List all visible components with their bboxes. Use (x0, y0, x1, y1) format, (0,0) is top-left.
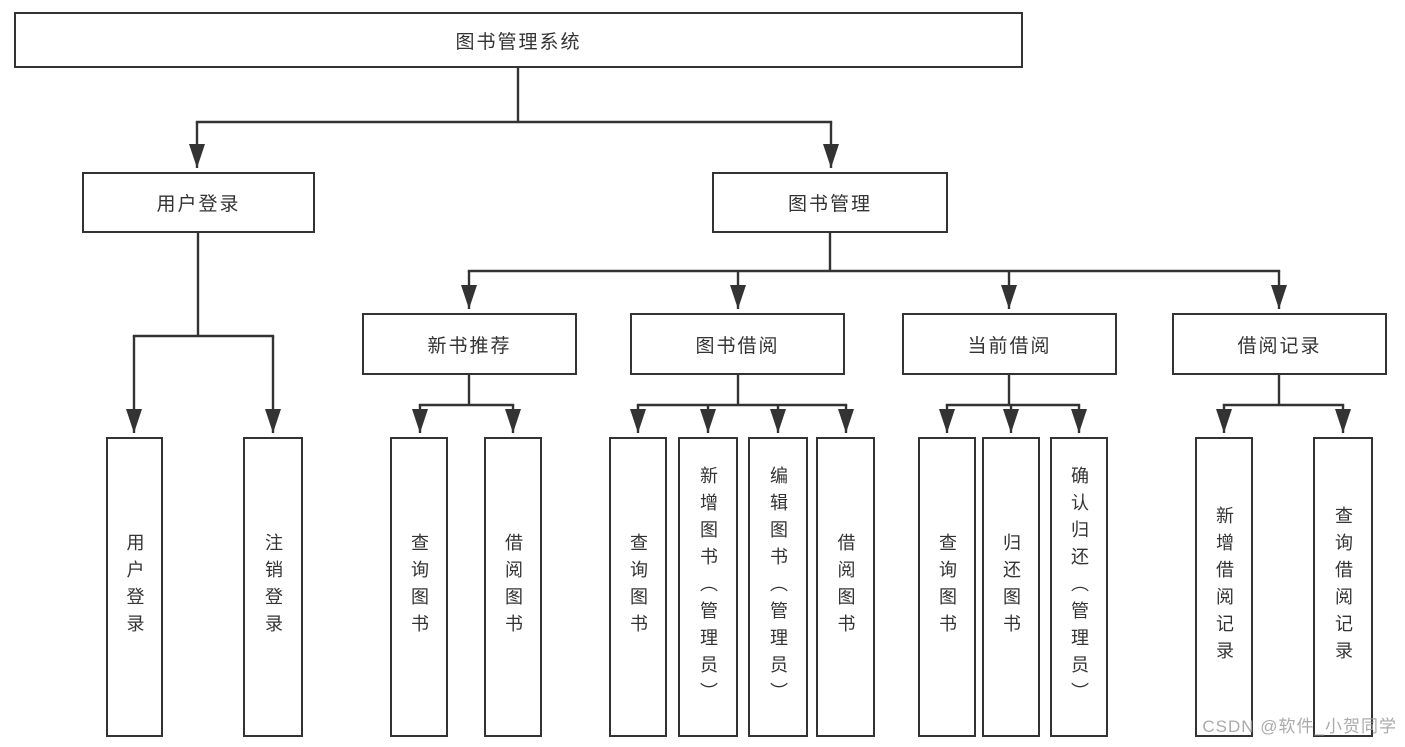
node-new-book-recommend: 新书推荐 (362, 313, 577, 375)
leaf-edit-book-admin-label: 编辑图书（管理员） (768, 465, 788, 709)
node-user-login: 用户登录 (82, 172, 315, 233)
leaf-borrow-books-recommend-label: 借阅图书 (503, 533, 523, 641)
node-current-borrowing: 当前借阅 (902, 313, 1117, 375)
leaf-add-borrow-record: 新增借阅记录 (1195, 437, 1253, 737)
connector-root-stub (195, 65, 833, 124)
leaf-return-book-label: 归还图书 (1001, 533, 1021, 641)
leaf-query-borrow-record-label: 查询借阅记录 (1333, 506, 1353, 668)
leaf-confirm-return-admin: 确认归还（管理员） (1050, 437, 1108, 737)
connector-current-borrowing-branch (945, 373, 1081, 407)
leaf-query-books-recommend-label: 查询图书 (409, 533, 429, 641)
leaf-confirm-return-admin-label: 确认归还（管理员） (1069, 465, 1089, 709)
connector-new-book-recommend-branch (418, 373, 515, 407)
node-book-management: 图书管理 (712, 172, 948, 233)
leaf-query-books-borrowing-label: 查询图书 (628, 533, 648, 641)
connector-borrowing-records-branch (1222, 373, 1345, 407)
leaf-query-borrow-record: 查询借阅记录 (1313, 437, 1373, 737)
leaf-logout-label: 注销登录 (263, 533, 283, 641)
node-book-management-label: 图书管理 (787, 194, 872, 215)
connector-book-management-branch (467, 231, 1281, 273)
node-root-label: 图书管理系统 (455, 31, 582, 53)
leaf-add-book-admin-label: 新增图书（管理员） (698, 465, 718, 709)
csdn-watermark: CSDN @软件_小贺同学 (1202, 717, 1397, 736)
node-borrowing-records: 借阅记录 (1172, 313, 1387, 375)
leaf-add-book-admin: 新增图书（管理员） (678, 437, 738, 737)
node-borrowing-records-label: 借阅记录 (1237, 335, 1322, 357)
leaf-query-books-borrowing: 查询图书 (609, 437, 667, 737)
node-book-borrowing: 图书借阅 (630, 313, 845, 375)
node-user-login-label: 用户登录 (156, 194, 241, 215)
leaf-return-book: 归还图书 (982, 437, 1040, 737)
leaf-query-books-current: 查询图书 (918, 437, 976, 737)
leaf-logout: 注销登录 (243, 437, 303, 737)
leaf-user-login-label: 用户登录 (124, 533, 145, 641)
leaf-user-login: 用户登录 (106, 437, 163, 737)
node-current-borrowing-label: 当前借阅 (967, 335, 1052, 357)
leaf-query-books-current-label: 查询图书 (937, 533, 957, 641)
node-root: 图书管理系统 (14, 12, 1023, 68)
connector-user-login-branch (132, 231, 275, 338)
leaf-borrow-books-borrowing: 借阅图书 (816, 437, 875, 737)
node-book-borrowing-label: 图书借阅 (695, 335, 780, 357)
leaf-borrow-books-borrowing-label: 借阅图书 (835, 533, 856, 641)
leaf-edit-book-admin: 编辑图书（管理员） (748, 437, 808, 737)
leaf-query-books-recommend: 查询图书 (390, 437, 448, 737)
leaf-borrow-books-recommend: 借阅图书 (484, 437, 542, 737)
leaf-add-borrow-record-label: 新增借阅记录 (1214, 506, 1234, 668)
connector-book-borrowing-branch (636, 373, 848, 407)
node-new-book-recommend-label: 新书推荐 (427, 335, 512, 357)
